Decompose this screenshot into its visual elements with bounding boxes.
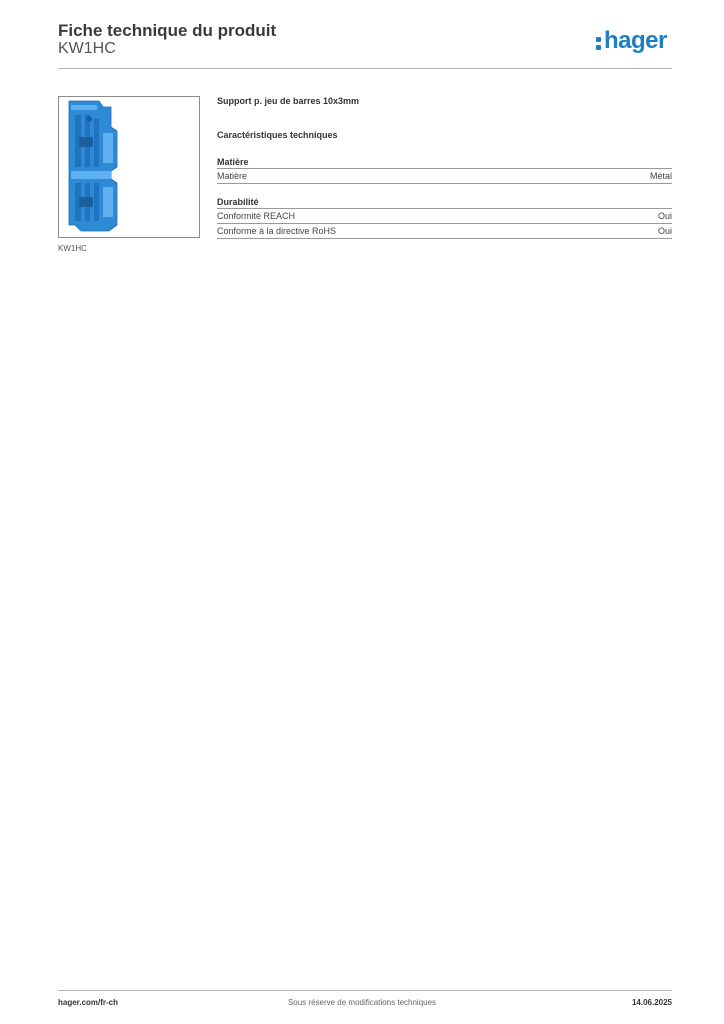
- spec-value: Métal: [649, 171, 672, 181]
- product-reference: KW1HC: [58, 40, 116, 57]
- blue-busbar-support-icon: [68, 100, 118, 232]
- spec-row: Conforme à la directive RoHS Oui: [217, 224, 672, 239]
- spec-row: Conformité REACH Oui: [217, 209, 672, 224]
- section-durabilite: Durabilité Conformité REACH Oui Conforme…: [217, 196, 672, 239]
- header-divider: [58, 68, 672, 69]
- product-image: [58, 96, 200, 238]
- footer-disclaimer: Sous réserve de modifications techniques: [287, 998, 437, 1007]
- spec-label: Conforme à la directive RoHS: [217, 226, 337, 236]
- section-matiere: Matière Matière Métal: [217, 156, 672, 184]
- footer-date: 14.06.2025: [631, 998, 672, 1007]
- page-title: Fiche technique du produit: [58, 21, 277, 40]
- product-description: Support p. jeu de barres 10x3mm: [217, 96, 360, 106]
- hager-logo: hager: [596, 26, 676, 60]
- characteristics-title: Caractéristiques techniques: [217, 130, 338, 140]
- footer-divider: [58, 990, 672, 991]
- section-heading: Matière: [217, 156, 672, 169]
- footer-website-link[interactable]: hager.com/fr-ch: [58, 998, 119, 1007]
- spec-value: Oui: [657, 211, 672, 221]
- spec-value: Oui: [657, 226, 672, 236]
- spec-label: Conformité REACH: [217, 211, 296, 221]
- spec-row: Matière Métal: [217, 169, 672, 184]
- spec-label: Matière: [217, 171, 248, 181]
- image-caption: KW1HC: [58, 244, 87, 253]
- section-heading: Durabilité: [217, 196, 672, 209]
- logo-dots-icon: [596, 35, 601, 51]
- logo-wordmark: hager: [604, 27, 667, 54]
